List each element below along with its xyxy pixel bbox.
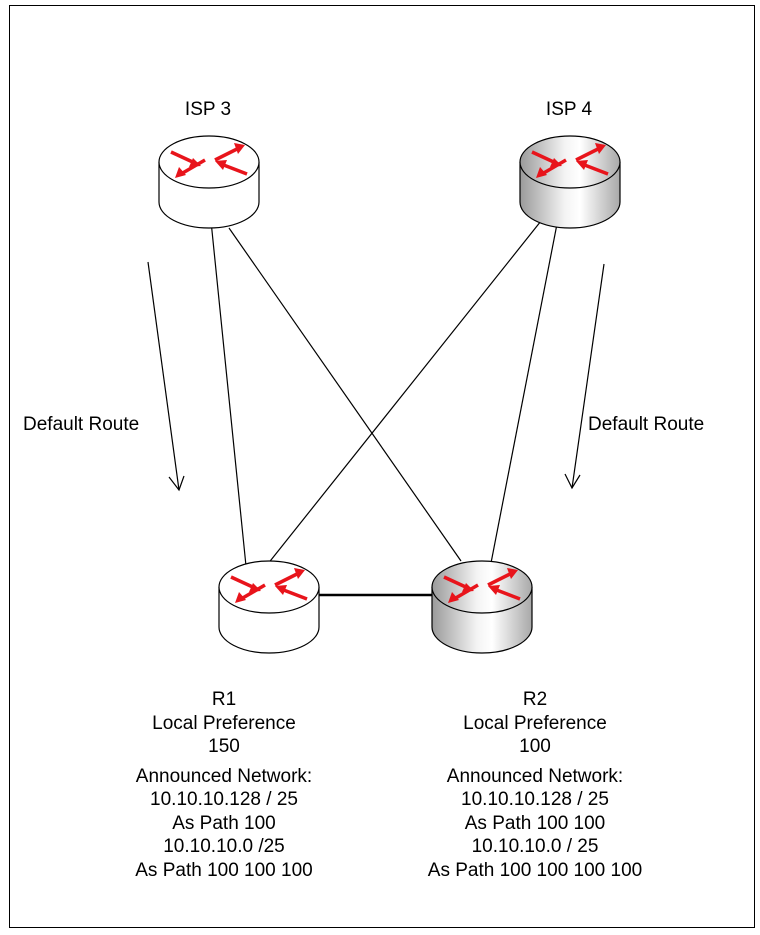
r2-local-pref-label: Local Preference: [463, 712, 607, 734]
link-isp4-r2: [490, 223, 558, 564]
isp3-label: ISP 3: [184, 99, 232, 120]
r1-net1: 10.10.10.128 / 25: [150, 789, 298, 810]
router-icon-isp4: [518, 130, 622, 232]
router-icon-isp3: [157, 130, 261, 232]
r1-path2: As Path 100 100 100: [135, 859, 313, 881]
r2-net2: 10.10.10.0 / 25: [471, 836, 599, 857]
r2-net1: 10.10.10.128 / 25: [461, 789, 609, 810]
r1-path1: As Path 100: [172, 812, 276, 834]
diagram-frame: [9, 5, 755, 928]
link-isp4-r1: [266, 220, 542, 566]
default-route-arrow-left: [147, 261, 185, 492]
r1-name: R1: [211, 689, 237, 710]
link-isp3-r1: [210, 220, 247, 567]
r1-net2: 10.10.10.0 /25: [163, 836, 285, 857]
default-route-label-right: Default Route: [588, 414, 705, 435]
isp4-label: ISP 4: [545, 99, 593, 120]
r2-path2: As Path 100 100 100 100: [427, 859, 643, 881]
r1-local-pref-value: 150: [208, 736, 240, 757]
r1-info-block: R1 Local Preference 150 Announced Networ…: [135, 688, 312, 882]
router-icon-r1: [217, 555, 321, 657]
r2-name: R2: [522, 689, 548, 710]
r2-path1: As Path 100 100: [464, 812, 606, 834]
link-isp3-r2: [228, 227, 462, 562]
r1-announced-label: Announced Network:: [135, 765, 313, 787]
router-icon-r2: [430, 555, 534, 657]
default-route-arrow-right: [564, 263, 605, 490]
r2-info-block: R2 Local Preference 100 Announced Networ…: [428, 688, 642, 882]
r2-announced-label: Announced Network:: [446, 765, 624, 787]
r2-local-pref-value: 100: [519, 736, 551, 757]
r1-local-pref-label: Local Preference: [152, 712, 296, 734]
default-route-label-left: Default Route: [23, 414, 140, 435]
